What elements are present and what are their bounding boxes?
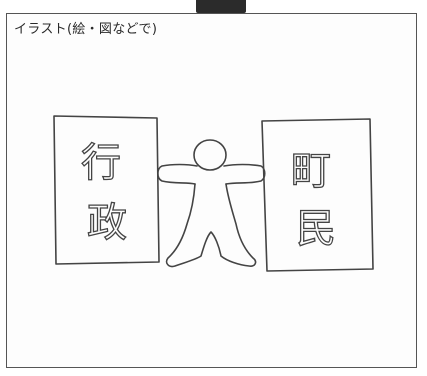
left-panel-box — [53, 115, 160, 265]
person-figure — [157, 139, 266, 268]
left-panel-char-1: 行 — [81, 140, 121, 186]
top-edge-tab — [196, 0, 246, 13]
right-panel-box — [261, 118, 374, 272]
right-panel-char-2: 民 — [296, 206, 336, 252]
hand-drawn-illustration: 行 政 町 民 — [53, 115, 374, 272]
right-panel-char-1: 町 — [291, 148, 331, 194]
left-panel-char-2: 政 — [87, 200, 127, 246]
illustration-frame: イラスト(絵・図などで) 行 政 町 民 — [6, 13, 417, 368]
caption-label: イラスト(絵・図などで) — [14, 22, 158, 37]
